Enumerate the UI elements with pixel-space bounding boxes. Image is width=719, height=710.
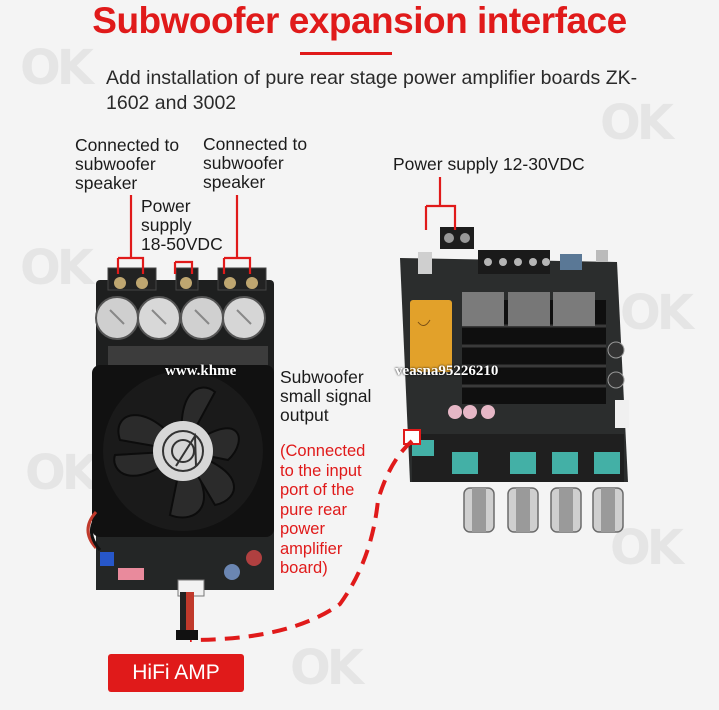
connection-note: (Connected to the input port of the pure… (280, 442, 366, 577)
dashed-connection-line (189, 439, 414, 642)
page-title: Subwoofer expansion interface (92, 0, 627, 41)
subwoofer-output-label: Subwoofer small signal output (280, 367, 372, 425)
hifi-amp-badge: HiFi AMP (108, 654, 244, 692)
left-power-label: Power supply 18-50VDC (141, 196, 223, 254)
right-power-label: Power supply 12-30VDC (393, 154, 585, 174)
right-amplifier-board (400, 227, 629, 533)
page-subtitle: Add installation of pure rear stage powe… (106, 67, 638, 114)
left-speaker-label: Connected to subwoofer speaker (75, 135, 180, 193)
right-speaker-label: Connected to subwoofer speaker (203, 134, 308, 192)
left-amplifier-board (86, 267, 274, 597)
title-underline (300, 52, 392, 55)
speaker-pointer-lines (116, 195, 252, 274)
